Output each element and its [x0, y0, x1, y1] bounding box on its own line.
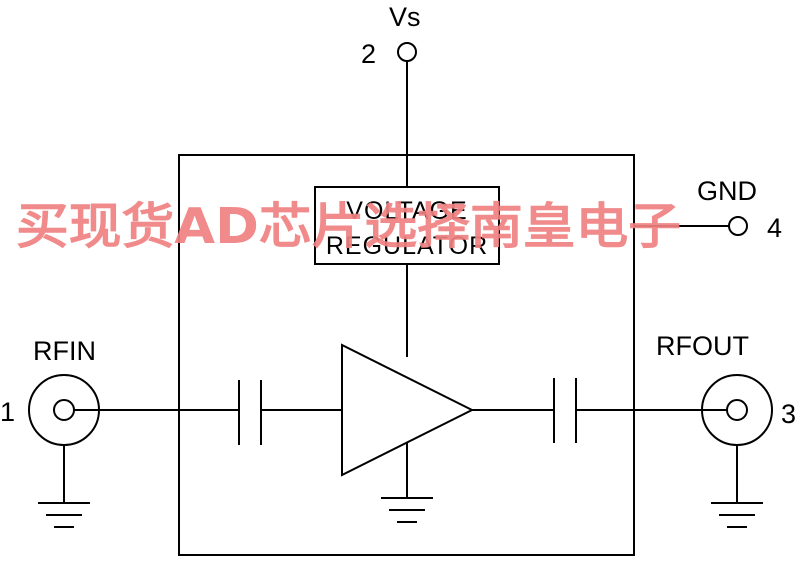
rfout-pin-number: 3 [781, 399, 796, 429]
amplifier-ground-symbol [381, 443, 433, 523]
watermark-text: 买现货AD芯片选择南皇电子 [16, 198, 681, 255]
rfin-ground-symbol [38, 445, 90, 528]
vs-pin-terminal [397, 42, 417, 62]
vs-pin-name: Vs [389, 2, 421, 32]
gnd-pin-name: GND [697, 176, 757, 206]
rfout-connector-inner-pin [726, 399, 748, 421]
rfin-pin-number: 1 [0, 397, 15, 427]
voltage-regulator-line1: VOLTAGE [346, 197, 467, 225]
gnd-pin [634, 216, 748, 236]
rfout-ground-symbol [711, 445, 763, 528]
vs-pin [397, 42, 417, 187]
gnd-pin-number: 4 [767, 213, 782, 243]
rfout-pin-name: RFOUT [656, 331, 749, 361]
voltage-regulator-line2: REGULATOR [326, 232, 488, 260]
voltage-regulator-box [314, 186, 500, 265]
output-capacitor [553, 378, 577, 443]
rfin-pin-name: RFIN [33, 336, 96, 366]
gnd-pin-terminal [728, 216, 748, 236]
rfin-connector-inner-pin [53, 399, 75, 421]
vs-pin-number: 2 [361, 39, 376, 69]
input-capacitor [238, 380, 262, 445]
